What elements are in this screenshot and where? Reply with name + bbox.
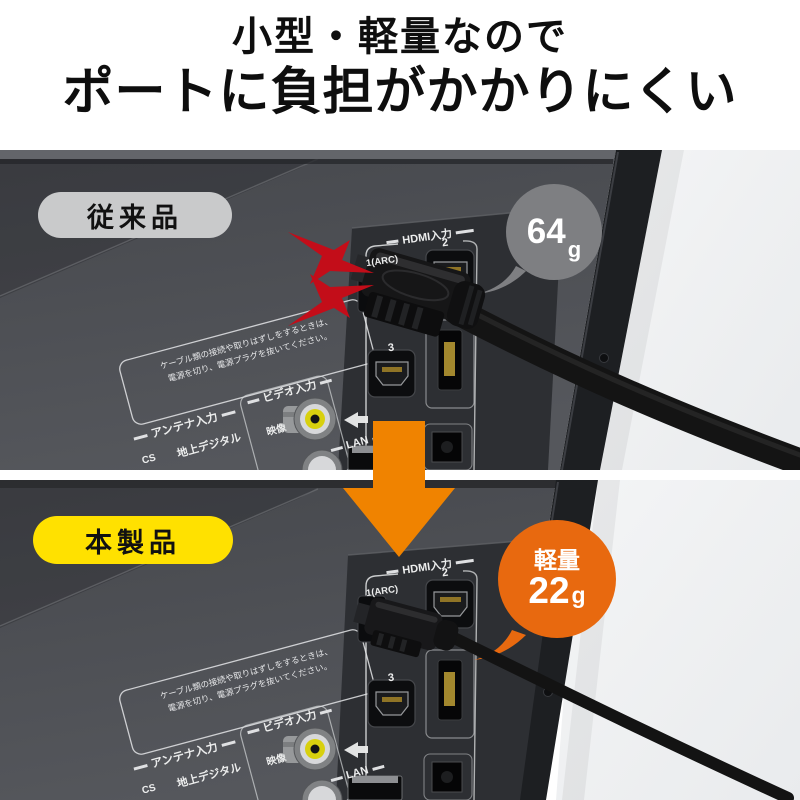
screw bbox=[599, 353, 609, 363]
rca-video-jack bbox=[283, 727, 343, 800]
weight-bubble-orange bbox=[474, 520, 616, 660]
weight-unit: g bbox=[567, 237, 582, 262]
weight-value: 64 bbox=[526, 212, 566, 251]
usb-port bbox=[437, 659, 463, 721]
hdmi-port-3 bbox=[367, 349, 416, 398]
heading: 小型・軽量なので ポートに負担がかかりにくい bbox=[0, 14, 800, 120]
down-arrow-icon bbox=[343, 421, 455, 557]
rca-video-jack bbox=[283, 397, 343, 470]
heading-line-1: 小型・軽量なので bbox=[232, 15, 568, 59]
weight-callout-conventional: 64 g bbox=[505, 183, 603, 281]
hdmi-cable-thin bbox=[444, 630, 794, 800]
hdmi-connector-large bbox=[350, 248, 486, 337]
hdmi-port-3 bbox=[367, 679, 416, 728]
usb-port bbox=[437, 329, 463, 391]
caution-outline-box bbox=[119, 299, 375, 425]
tv-rear-photo-product bbox=[0, 480, 800, 800]
panel-conventional: 従来品 64 g HDMI入力 2 1(ARC) 3 ケーブル類の接続や取りはず… bbox=[0, 150, 800, 470]
left-arrow-icon bbox=[344, 412, 368, 428]
badge-this-product: 本製品 bbox=[33, 516, 233, 564]
lightweight-label: 軽量 bbox=[534, 546, 580, 573]
badge-conventional: 従来品 bbox=[38, 192, 232, 238]
down-arrow bbox=[340, 418, 458, 560]
weight-unit: g bbox=[571, 581, 586, 608]
hdmi-cable-thick bbox=[441, 296, 800, 470]
optical-port bbox=[431, 431, 463, 463]
left-arrow-icon bbox=[344, 742, 368, 758]
strain-lightning-marks bbox=[288, 232, 374, 326]
optical-port bbox=[431, 761, 463, 793]
weight-bubble-gray bbox=[477, 184, 602, 294]
weight-value: 22 bbox=[528, 569, 570, 611]
weight-callout-product: 軽量 22 g bbox=[497, 519, 617, 639]
hdmi-connector-small bbox=[353, 597, 459, 658]
tv-side-edge bbox=[560, 150, 662, 470]
heading-line-2: ポートに負担がかかりにくい bbox=[62, 63, 738, 120]
panel-this-product: 本製品 軽量 22 g HDMI入力 2 1(ARC) 3 ケーブル類の接続や取… bbox=[0, 480, 800, 800]
lan-port bbox=[347, 775, 403, 800]
caution-outline-box bbox=[119, 629, 375, 755]
